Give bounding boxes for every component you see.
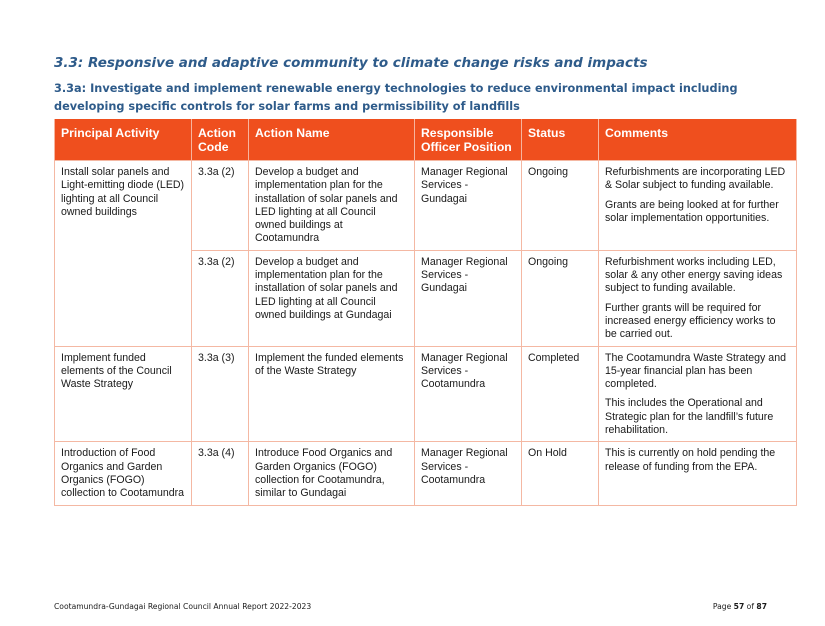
table-row: Install solar panels and Light-emitting …	[54, 160, 797, 347]
cell-comments: Refurbishments are incorporating LED & S…	[598, 160, 797, 251]
cell-comments: This is currently on hold pending the re…	[598, 441, 797, 506]
subsection-heading: 3.3a: Investigate and implement renewabl…	[54, 82, 738, 113]
cell-officer: Manager Regional Services - Gundagai	[414, 160, 522, 251]
page-current: 57	[733, 602, 745, 611]
cell-action-name: Introduce Food Organics and Garden Organ…	[248, 441, 415, 506]
footer-report-title: Cootamundra-Gundagai Regional Council An…	[54, 602, 312, 611]
cell-status: Ongoing	[521, 249, 599, 347]
header-responsible-officer: Responsible Officer Position	[414, 119, 522, 161]
page-total: 87	[756, 602, 767, 611]
cell-action-code: 3.3a (2)	[191, 160, 249, 251]
cell-status: Completed	[521, 345, 599, 443]
comment-paragraph: Refurbishment works including LED, solar…	[605, 255, 783, 295]
comment-paragraph: This includes the Operational and Strate…	[605, 397, 774, 437]
cell-principal-activity: Introduction of Food Organics and Garden…	[54, 441, 192, 506]
cell-action-name: Develop a budget and implementation plan…	[248, 249, 415, 347]
footer-page-number: Page 57 of 87	[713, 602, 767, 611]
cell-action-name: Develop a budget and implementation plan…	[248, 160, 415, 251]
header-status: Status	[521, 119, 599, 161]
header-action-code: Action Code	[191, 119, 249, 161]
cell-principal-activity: Install solar panels and Light-emitting …	[54, 160, 192, 347]
page-prefix: Page	[712, 602, 732, 611]
comment-paragraph: Further grants will be required for incr…	[605, 301, 776, 341]
comment-paragraph: Grants are being looked at for further s…	[605, 198, 779, 224]
cell-action-code: 3.3a (4)	[191, 441, 249, 506]
table-row: Implement funded elements of the Council…	[54, 345, 797, 443]
cell-comments: The Cootamundra Waste Strategy and 15-ye…	[598, 345, 797, 443]
section-heading: 3.3: Responsive and adaptive community t…	[54, 55, 648, 71]
cell-status: On Hold	[521, 441, 599, 506]
table-header-row: Principal Activity Action Code Action Na…	[54, 119, 797, 161]
cell-action-code: 3.3a (2)	[191, 249, 249, 347]
cell-officer: Manager Regional Services - Gundagai	[414, 249, 522, 347]
cell-principal-activity: Implement funded elements of the Council…	[54, 345, 192, 443]
cell-status: Ongoing	[521, 160, 599, 251]
cell-officer: Manager Regional Services - Cootamundra	[414, 441, 522, 506]
header-principal-activity: Principal Activity	[54, 119, 192, 161]
actions-table: Principal Activity Action Code Action Na…	[54, 119, 797, 506]
cell-officer: Manager Regional Services - Cootamundra	[414, 345, 522, 443]
page-of: of	[746, 602, 754, 611]
table-row: Introduction of Food Organics and Garden…	[54, 441, 797, 506]
table-row: 3.3a (2) Develop a budget and implementa…	[55, 249, 797, 347]
header-action-name: Action Name	[248, 119, 415, 161]
comment-paragraph: The Cootamundra Waste Strategy and 15-ye…	[605, 351, 786, 391]
comment-paragraph: Refurbishments are incorporating LED & S…	[605, 166, 786, 192]
comment-paragraph: This is currently on hold pending the re…	[605, 447, 776, 473]
cell-action-name: Implement the funded elements of the Was…	[248, 345, 415, 443]
cell-action-code: 3.3a (3)	[191, 345, 249, 443]
header-comments: Comments	[598, 119, 797, 161]
cell-comments: Refurbishment works including LED, solar…	[598, 249, 797, 347]
